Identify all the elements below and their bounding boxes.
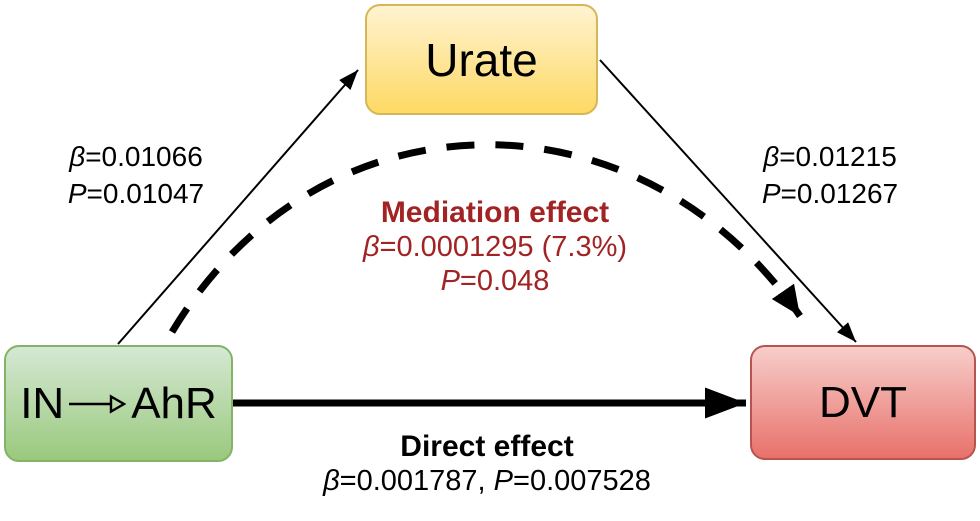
beta-value: =0.01066 — [85, 141, 203, 172]
mediation-beta: β=0.0001295 (7.3%) — [318, 230, 672, 264]
p-symbol: P — [493, 465, 514, 497]
mediator-to-outcome-arrow — [599, 59, 857, 343]
p-value: =0.01267 — [780, 178, 899, 209]
mediation-title: Mediation effect — [380, 196, 610, 229]
exposure-label-in: IN — [20, 378, 65, 428]
p-value: =0.01047 — [86, 178, 205, 209]
path-a-pvalue: P=0.01047 — [36, 175, 236, 212]
p-symbol: P — [440, 265, 460, 297]
exposure-to-mediator-arrow — [117, 69, 359, 345]
p-symbol: P — [761, 178, 781, 209]
direct-stats: β=0.001787, P=0.007528 — [282, 464, 692, 499]
open-arrow-icon — [69, 393, 127, 414]
mediation-pvalue: P=0.048 — [318, 264, 672, 298]
beta-symbol: β — [763, 141, 780, 172]
path-a-stats: β=0.01066 P=0.01047 — [36, 138, 236, 212]
outcome-node: DVT — [750, 345, 976, 460]
path-b-beta: β=0.01215 — [730, 138, 930, 175]
path-b-stats: β=0.01215 P=0.01267 — [730, 138, 930, 212]
p-symbol: P — [67, 178, 87, 209]
mediator-label: Urate — [425, 33, 538, 86]
path-a-beta: β=0.01066 — [36, 138, 236, 175]
direct-title: Direct effect — [400, 430, 574, 463]
path-b-pvalue: P=0.01267 — [730, 175, 930, 212]
mediation-effect-arrow — [168, 141, 803, 334]
beta-symbol: β — [362, 231, 380, 263]
beta-value: =0.0001295 (7.3%) — [379, 231, 628, 263]
outcome-label: DVT — [819, 377, 907, 427]
p-value: =0.048 — [459, 265, 550, 297]
mediator-node: Urate — [365, 4, 598, 115]
beta-symbol: β — [323, 465, 340, 497]
beta-symbol: β — [69, 141, 86, 172]
beta-value: =0.01215 — [779, 141, 897, 172]
direct-effect-label: Direct effect β=0.001787, P=0.007528 — [282, 429, 692, 499]
beta-value: =0.001787, — [339, 465, 494, 497]
exposure-label-ahr: AhR — [131, 378, 217, 428]
p-value: =0.007528 — [513, 465, 651, 497]
mediation-effect-label: Mediation effect β=0.0001295 (7.3%) P=0.… — [318, 196, 672, 298]
exposure-node: IN AhR — [4, 345, 233, 462]
